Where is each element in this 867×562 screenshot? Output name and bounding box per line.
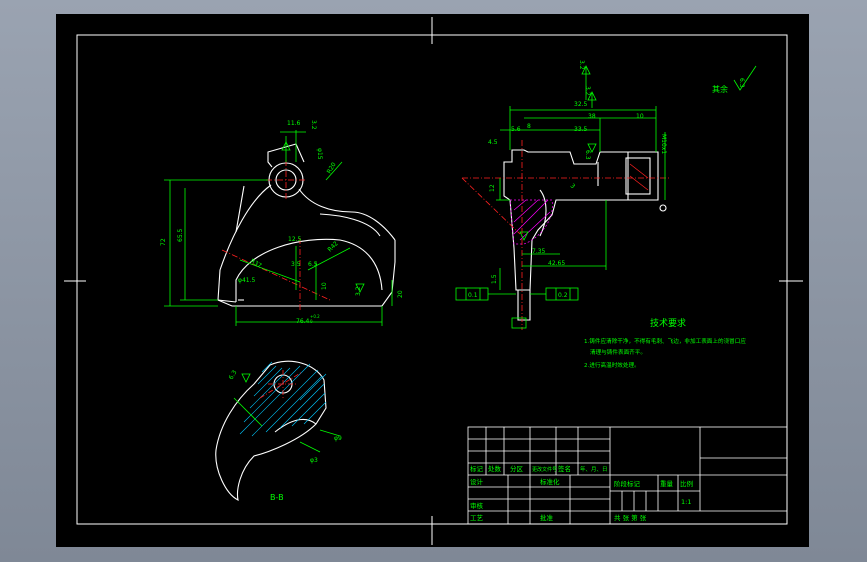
rest-roughness-label: 其余 — [712, 84, 728, 94]
front-dim-2: 3.2 — [310, 120, 317, 130]
title-scale-value: 1:1 — [681, 498, 691, 506]
front-dim-6: 65.5 — [177, 228, 184, 242]
front-dim-13: 10 — [321, 282, 328, 290]
title-standardize-label: 标准化 — [540, 477, 560, 486]
front-dim-15: 20 — [397, 290, 404, 298]
drawing-sheet — [56, 14, 809, 547]
front-tol-sub: 0 — [310, 319, 313, 324]
title-process-label: 工艺 — [470, 514, 484, 522]
title-header-signature: 签名 — [558, 464, 571, 473]
section-view-dimension-lines — [233, 373, 341, 453]
title-block — [467, 426, 788, 525]
front-view-dimension-lines — [164, 130, 393, 326]
side-dim-7: 8 — [527, 123, 531, 130]
side-dim-6: 5.6 — [511, 126, 521, 133]
title-weight-label: 重量 — [660, 480, 674, 488]
title-sheets-label: 共 张 第 张 — [614, 513, 647, 522]
title-header-change-doc: 更改文件号 — [532, 466, 557, 473]
front-dim-14: 3.2 — [355, 286, 362, 296]
section-label: B-B — [270, 493, 284, 502]
title-header-count: 处数 — [488, 464, 502, 473]
title-stage-mark-label: 阶段标记 — [614, 479, 641, 488]
section-view-centerlines — [259, 370, 303, 400]
front-dim-5: 72 — [160, 238, 167, 246]
title-header-date: 年、月、日 — [580, 465, 608, 473]
tech-requirements-title: 技术要求 — [650, 317, 686, 329]
front-dim-1: 11.6 — [287, 120, 301, 127]
rest-roughness-symbol: 其余 6.3 — [712, 65, 757, 94]
tech-requirement-line-2: 清理与铸件表面齐平。 — [590, 348, 646, 356]
side-dim-9: 4.5 — [488, 139, 498, 146]
front-dim-11: 3.5 — [291, 261, 301, 268]
tech-requirement-line-3: 2.进行高温时效处理。 — [584, 361, 640, 369]
side-dim-12: 12 — [489, 184, 496, 192]
side-dim-10: 6.3 — [584, 150, 591, 160]
title-header-mark: 标记 — [470, 464, 484, 473]
side-dim-11: M10x1 — [660, 134, 667, 154]
side-view-tolerance-frames — [455, 287, 579, 329]
side-dim-8: 33.5 — [574, 126, 588, 133]
front-dim-10: φ41.5 — [238, 277, 256, 284]
side-gdt-1: 0.1 — [468, 292, 478, 299]
side-dim-1: 3.2 — [578, 60, 585, 70]
front-dim-12: 6.5 — [308, 261, 318, 268]
title-scale-label: 比例 — [680, 479, 693, 488]
front-view-centerlines — [221, 160, 331, 310]
side-dim-4: 38 — [588, 113, 596, 120]
side-dim-2: 3.2 — [584, 86, 591, 96]
side-view-outline — [503, 149, 667, 321]
tech-requirement-line-1: 1.铸件应清除干净，不得有毛刺、飞边，非加工表面上的浇冒口应 — [584, 337, 746, 345]
section-dim-1: 6.3 — [228, 369, 239, 381]
title-review-label: 审核 — [470, 501, 484, 510]
side-view-centerlines — [461, 140, 670, 330]
rest-roughness-value: 6.3 — [738, 78, 745, 88]
front-tol-sup: +0.2 — [310, 314, 320, 319]
side-view-dimension-lines — [496, 65, 666, 290]
title-design-label: 设计 — [470, 477, 484, 486]
side-gdt-2: 0.2 — [558, 292, 568, 299]
section-dim-3: φ3 — [310, 457, 318, 464]
side-dim-15: 42.65 — [548, 260, 565, 267]
section-dim-2: φ9 — [334, 435, 342, 442]
front-dim-7: 12.5 — [288, 236, 302, 243]
drawing-frame — [64, 17, 803, 545]
side-dim-5: 10 — [636, 113, 644, 120]
side-view-section-hatch — [509, 163, 649, 245]
side-dim-13: 3 — [569, 182, 577, 190]
side-dim-14: 7.35 — [532, 248, 546, 255]
front-dim-16: 76.4 — [296, 318, 310, 325]
title-header-zone: 分区 — [510, 464, 524, 473]
side-dim-3: 32.5 — [574, 101, 588, 108]
front-dim-3: φ15 — [316, 148, 323, 160]
title-approve-label: 批准 — [540, 513, 554, 522]
side-dim-16: 1.5 — [491, 274, 498, 284]
